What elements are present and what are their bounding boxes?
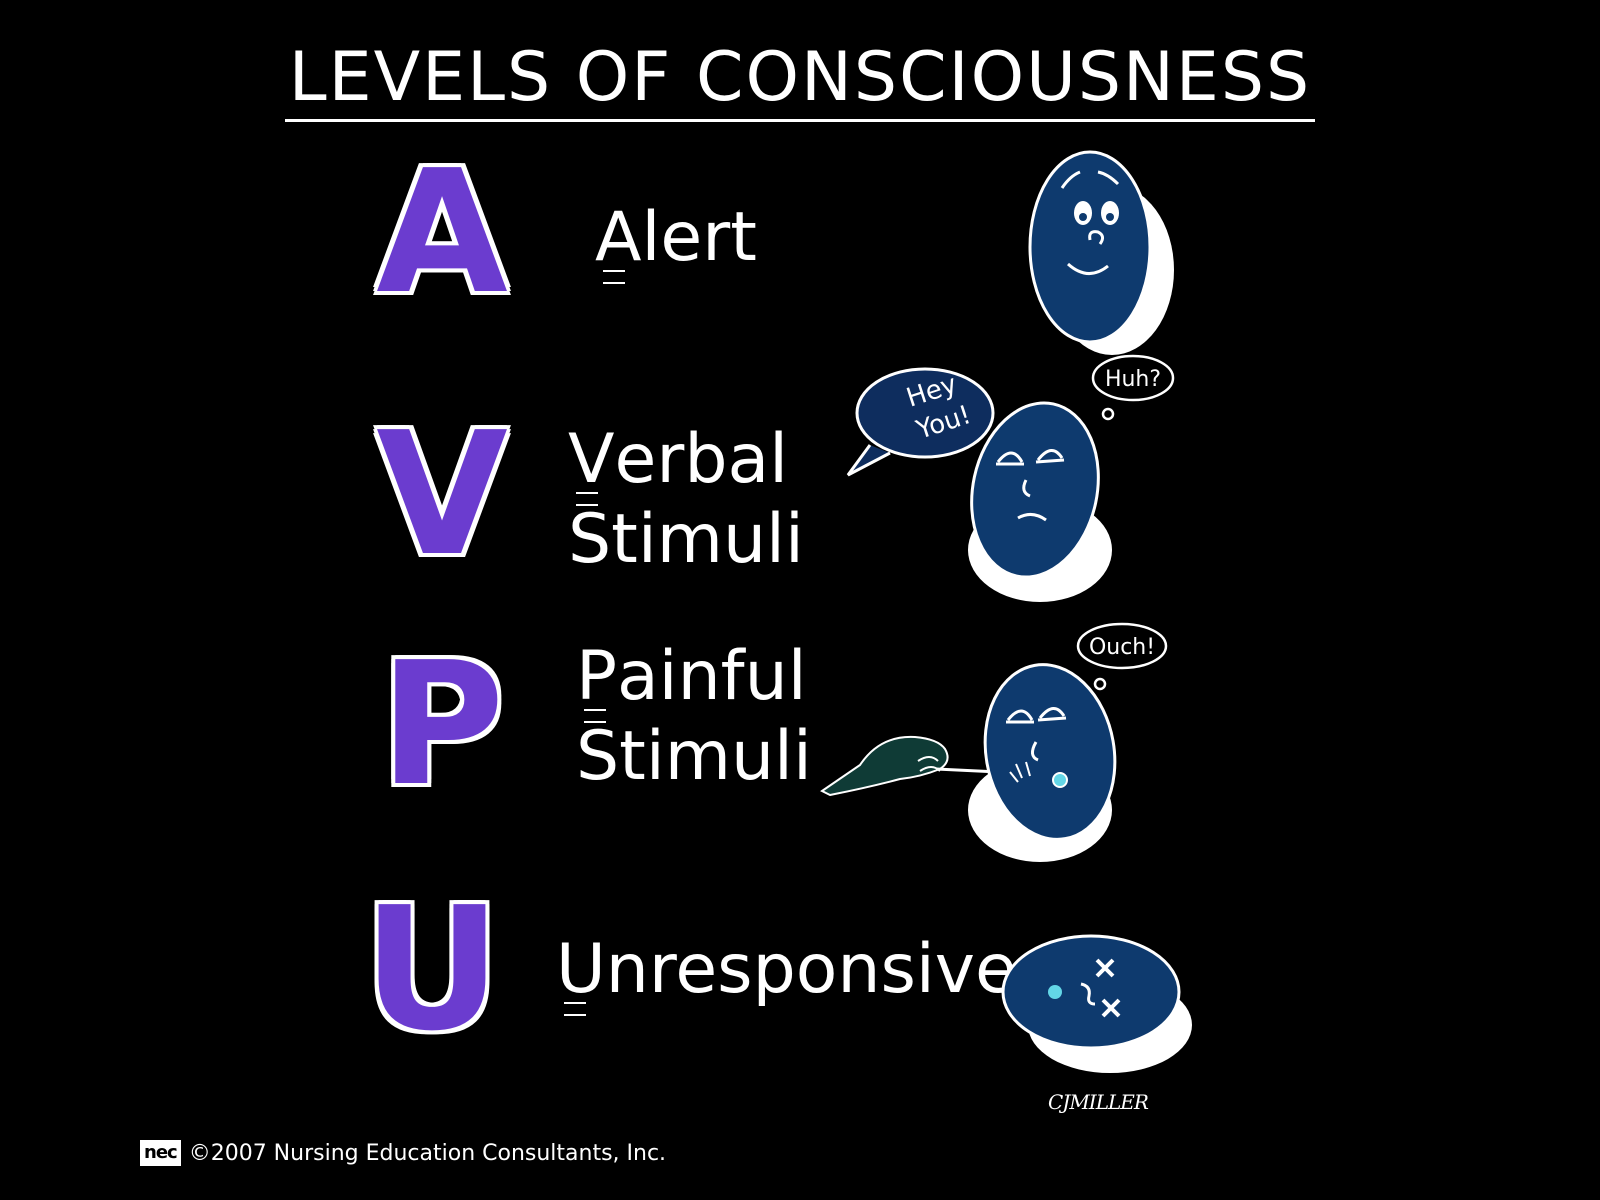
- gloved-hand-icon: [820, 735, 1021, 797]
- bubble-text: Ouch!: [1089, 635, 1155, 660]
- face-mouth-open: [1052, 772, 1068, 788]
- bubble-dot: [1093, 677, 1107, 691]
- bubble-dot: [1101, 407, 1115, 421]
- letter-p: P: [379, 626, 505, 824]
- artist-signature: CJMILLER: [1048, 1090, 1149, 1114]
- copyright-text: ©2007 Nursing Education Consultants, Inc…: [188, 1140, 667, 1166]
- bubble-body: [1091, 354, 1175, 402]
- word-painful-stimuli: Painful Stimuli: [576, 637, 812, 797]
- first-letter: U: [556, 930, 606, 1017]
- word-line2: Stimuli: [568, 500, 804, 580]
- word-rest: ainful: [617, 637, 807, 716]
- verbal-face-illustration: [968, 401, 1112, 602]
- letter-a: A: [376, 134, 508, 332]
- face-eyes-drowsy: [996, 449, 1064, 463]
- first-letter: A: [595, 198, 642, 285]
- face-nose: [1080, 982, 1096, 1006]
- face-lids: [996, 458, 1065, 466]
- bubble-body: [1076, 622, 1168, 670]
- word-verbal-stimuli: Verbal Stimuli: [568, 420, 804, 580]
- word-rest: nresponsive: [605, 930, 1017, 1009]
- face-mouth: [1017, 513, 1047, 522]
- face-nose: [1088, 230, 1105, 245]
- word-line2: Stimuli: [576, 717, 812, 797]
- word-alert: Alert: [595, 198, 757, 285]
- face-head: [1028, 150, 1152, 344]
- bubble-text: Huh?: [1105, 367, 1161, 392]
- face-eyes-closed: [1006, 707, 1066, 721]
- face-x-eyes: [1095, 958, 1121, 1018]
- page-title: LEVELS OF CONSCIOUSNESS: [0, 38, 1600, 122]
- bubble-body: [855, 367, 995, 459]
- nec-logo-icon: nec: [140, 1140, 181, 1166]
- first-letter: V: [568, 420, 615, 507]
- speech-bubble-hey-you: Hey You!: [846, 367, 995, 477]
- word-rest: erbal: [614, 420, 789, 499]
- first-letter: P: [576, 637, 618, 724]
- face-nose: [1022, 479, 1031, 498]
- face-mouth-open: [1048, 985, 1062, 999]
- face-brows: [1060, 170, 1120, 189]
- word-unresponsive: Unresponsive: [556, 930, 1017, 1017]
- painful-face-illustration: [968, 663, 1117, 862]
- letter-u: U: [362, 871, 502, 1069]
- word-rest: lert: [641, 198, 757, 277]
- face-pain-marks: [1009, 761, 1031, 783]
- face-head: [983, 663, 1117, 841]
- bubble-tail: [846, 444, 891, 477]
- thought-bubble-ouch: Ouch!: [1076, 622, 1168, 691]
- face-head: [970, 401, 1100, 579]
- face-head: [1001, 934, 1181, 1050]
- glove-shape: [820, 735, 949, 797]
- alert-face-illustration: [1028, 150, 1174, 355]
- letter-v: V: [376, 396, 508, 594]
- unresponsive-face-illustration: [1001, 934, 1192, 1073]
- face-lids: [1006, 716, 1067, 724]
- footer: nec ©2007 Nursing Education Consultants,…: [140, 1140, 666, 1166]
- face-smile: [1066, 262, 1109, 275]
- thought-bubble-huh: Huh?: [1091, 354, 1175, 421]
- face-nose: [1031, 741, 1039, 762]
